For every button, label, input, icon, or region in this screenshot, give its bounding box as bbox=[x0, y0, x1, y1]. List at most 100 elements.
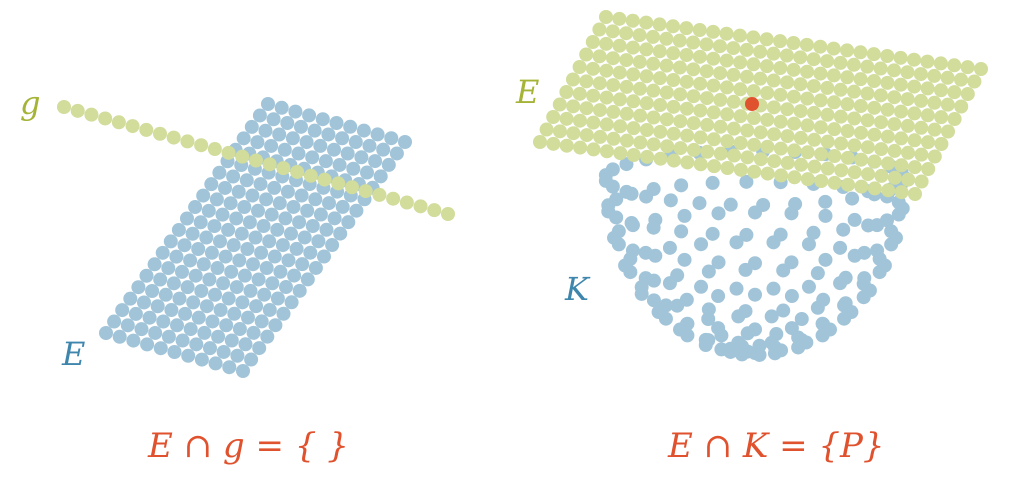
plane-e-dot bbox=[793, 130, 808, 145]
plane-e-dot bbox=[773, 61, 788, 75]
plane-e-dot bbox=[213, 303, 228, 317]
plane-e-dot bbox=[827, 149, 842, 163]
surface-k-dot bbox=[801, 279, 816, 294]
plane-e-dot bbox=[847, 165, 862, 180]
plane-e-dot bbox=[533, 135, 547, 149]
line-g-dot bbox=[372, 187, 387, 202]
plane-e-dot bbox=[767, 154, 782, 169]
plane-e-dot bbox=[235, 295, 250, 310]
plane-e-dot bbox=[753, 71, 768, 86]
plane-e-dot bbox=[753, 44, 768, 59]
plane-e-dot bbox=[860, 140, 875, 155]
plane-e-dot bbox=[860, 86, 875, 101]
plane-e-dot bbox=[265, 276, 280, 291]
plane-e-dot bbox=[760, 112, 775, 127]
plane-e-dot bbox=[317, 249, 331, 264]
plane-e-dot bbox=[261, 97, 275, 111]
surface-k-dot bbox=[701, 333, 716, 348]
plane-e-dot bbox=[398, 135, 412, 149]
plane-e-dot bbox=[202, 272, 217, 287]
plane-e-dot bbox=[739, 69, 754, 84]
plane-e-dot bbox=[172, 291, 187, 306]
plane-e-dot bbox=[854, 125, 869, 140]
plane-e-dot bbox=[251, 272, 266, 287]
plane-e-dot bbox=[167, 345, 182, 359]
plane-e-dot bbox=[272, 127, 287, 142]
plane-e-dot bbox=[231, 184, 246, 199]
plane-e-dot bbox=[248, 230, 263, 245]
plane-e-dot bbox=[880, 75, 895, 90]
surface-k-dot bbox=[624, 215, 639, 230]
plane-e-dot bbox=[920, 108, 935, 123]
plane-e-dot bbox=[813, 39, 828, 54]
surface-k-dot bbox=[714, 342, 729, 357]
plane-e-dot bbox=[264, 207, 279, 222]
plane-e-dot bbox=[221, 222, 236, 237]
plane-e-dot bbox=[672, 60, 687, 75]
line-g-dot bbox=[84, 107, 99, 122]
plane-e-dot bbox=[204, 177, 219, 192]
plane-e-dot bbox=[847, 111, 862, 126]
surface-k-dot bbox=[884, 224, 899, 239]
plane-e-dot bbox=[252, 108, 267, 123]
plane-e-dot bbox=[874, 115, 889, 130]
plane-e-dot bbox=[246, 325, 261, 340]
plane-e-dot bbox=[299, 135, 314, 150]
plane-e-dot bbox=[559, 85, 574, 99]
plane-e-dot bbox=[280, 116, 295, 131]
plane-e-dot bbox=[196, 188, 211, 203]
plane-e-dot bbox=[161, 261, 176, 276]
plane-e-dot bbox=[183, 253, 198, 268]
plane-e-dot bbox=[900, 65, 915, 80]
plane-e-dot bbox=[199, 230, 214, 245]
plane-e-dot bbox=[229, 211, 244, 226]
plane-e-dot bbox=[746, 111, 761, 125]
plane-e-dot bbox=[280, 184, 295, 199]
plane-e-dot bbox=[185, 226, 200, 241]
plane-e-dot bbox=[197, 325, 212, 340]
plane-e-dot bbox=[833, 55, 848, 70]
plane-e-dot bbox=[170, 318, 184, 333]
plane-e-dot bbox=[291, 146, 306, 161]
plane-e-dot bbox=[793, 77, 808, 92]
plane-e-dot bbox=[700, 144, 715, 159]
plane-e-dot bbox=[833, 109, 848, 124]
plane-e-dot bbox=[633, 135, 648, 150]
line-g-dot bbox=[358, 184, 373, 199]
surface-k-dot bbox=[810, 300, 825, 315]
surface-k-dot bbox=[748, 322, 762, 337]
plane-e-dot bbox=[733, 109, 748, 124]
plane-e-dot bbox=[188, 268, 203, 283]
plane-e-dot bbox=[232, 322, 247, 337]
plane-e-dot bbox=[244, 352, 259, 367]
surface-k-dot bbox=[609, 192, 624, 207]
plane-e-dot bbox=[659, 85, 674, 100]
plane-e-dot bbox=[726, 121, 741, 136]
plane-e-dot bbox=[354, 150, 369, 165]
plane-e-dot bbox=[226, 169, 241, 184]
plane-e-dot bbox=[853, 99, 868, 113]
plane-e-dot bbox=[285, 131, 300, 146]
plane-e-dot bbox=[646, 83, 661, 98]
surface-k-dot bbox=[818, 208, 833, 223]
plane-e-dot bbox=[134, 322, 149, 337]
plane-e-dot bbox=[546, 110, 561, 124]
plane-e-dot bbox=[599, 10, 613, 24]
plane-e-dot bbox=[639, 123, 654, 137]
plane-e-dot bbox=[275, 238, 290, 253]
plane-e-dot bbox=[780, 75, 795, 90]
plane-e-dot bbox=[753, 125, 768, 140]
plane-e-dot bbox=[107, 314, 122, 329]
plane-e-dot bbox=[224, 264, 239, 279]
plane-e-dot bbox=[546, 136, 561, 151]
plane-e-dot bbox=[933, 56, 948, 71]
right-equation: E ∩ K = {P} bbox=[668, 426, 885, 466]
plane-e-dot bbox=[592, 76, 607, 91]
surface-k-dot bbox=[784, 321, 799, 336]
plane-e-dot bbox=[779, 48, 794, 63]
plane-e-dot bbox=[887, 117, 902, 132]
plane-e-dot bbox=[619, 53, 634, 68]
plane-e-dot bbox=[253, 177, 268, 192]
plane-e-dot bbox=[205, 314, 220, 329]
plane-e-dot bbox=[267, 249, 282, 264]
